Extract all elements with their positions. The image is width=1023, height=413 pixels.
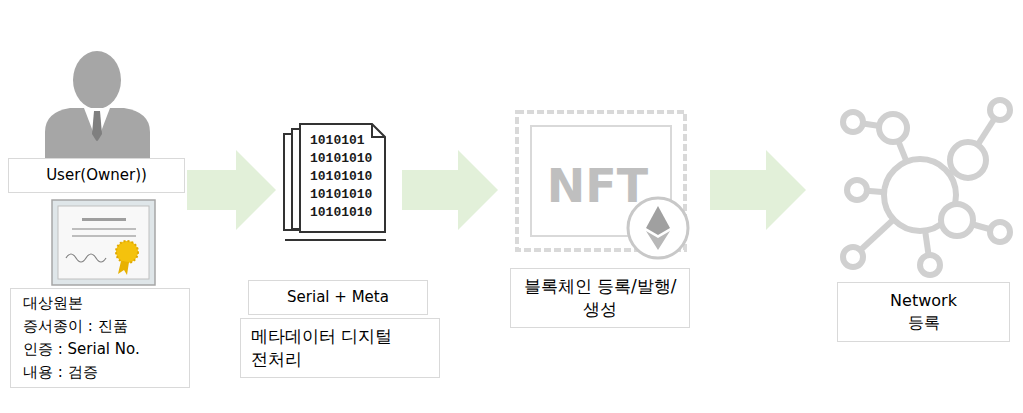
document-page — [300, 124, 385, 232]
certificate-line — [82, 218, 126, 221]
node-text: Serial + Meta — [257, 287, 419, 307]
binary-text: 10101010 — [310, 151, 372, 167]
certificate-line — [72, 228, 136, 230]
flow-arrow — [187, 150, 276, 230]
certificate-frame — [52, 200, 155, 285]
node-text: 인증 : Serial No. — [23, 338, 177, 361]
node-text: 증서종이 : 진품 — [23, 315, 177, 338]
certificate-paper — [58, 206, 149, 279]
network-node-icon — [843, 247, 863, 267]
certificate-line — [72, 235, 136, 237]
nft-stamp: NFT — [515, 110, 692, 262]
network-node-icon — [941, 204, 973, 236]
certificate-icon — [52, 200, 155, 285]
binary-text: 10101010 — [310, 169, 372, 185]
network-node-icon — [950, 142, 986, 178]
user-icon — [45, 51, 150, 158]
binary-text: 10101010 — [310, 187, 372, 203]
certificate-ribbon — [118, 261, 129, 275]
network-icon — [843, 100, 1010, 275]
network-node-icon — [879, 114, 907, 142]
process-box: 메타데이터 디지털 전처리 — [240, 318, 440, 378]
info-box: 대상원본증서종이 : 진품인증 : Serial No.내용 : 검증 — [10, 288, 190, 388]
binary-text: 10101010 — [310, 205, 372, 221]
node-text: Network 등록 — [879, 290, 969, 333]
document-icon — [284, 124, 386, 240]
certificate-seal — [116, 241, 138, 263]
network-node-icon — [990, 222, 1010, 242]
user-body — [45, 108, 150, 158]
network-node-icon — [843, 112, 863, 132]
ethereum-logo — [646, 231, 670, 250]
process-box: 블록체인 등록/발행/생성 — [510, 268, 690, 328]
document-base — [285, 239, 386, 241]
process-box: User(Owner)) — [8, 158, 185, 193]
process-box: Network 등록 — [837, 282, 1010, 342]
document-fold — [372, 124, 385, 137]
node-text: 내용 : 검증 — [23, 361, 177, 384]
user-tie — [92, 111, 102, 142]
node-text: 대상원본 — [23, 292, 177, 315]
node-text: 블록체인 등록/발행/생성 — [519, 275, 681, 321]
flow-arrow — [402, 150, 498, 230]
node-text: 메타데이터 디지털 전처리 — [251, 325, 429, 371]
node-text: User(Owner)) — [17, 165, 176, 185]
user-shirt — [84, 108, 110, 142]
ethereum-logo — [646, 206, 670, 235]
network-node-icon — [847, 180, 867, 200]
flow-arrow — [710, 150, 806, 230]
process-box: Serial + Meta — [248, 280, 428, 315]
network-node-icon — [990, 100, 1010, 120]
certificate-signature — [66, 254, 106, 262]
network-node-icon — [920, 255, 940, 275]
stamp-title: NFT — [515, 155, 680, 217]
binary-text: 1010101 — [310, 133, 365, 149]
user-head — [73, 51, 121, 109]
